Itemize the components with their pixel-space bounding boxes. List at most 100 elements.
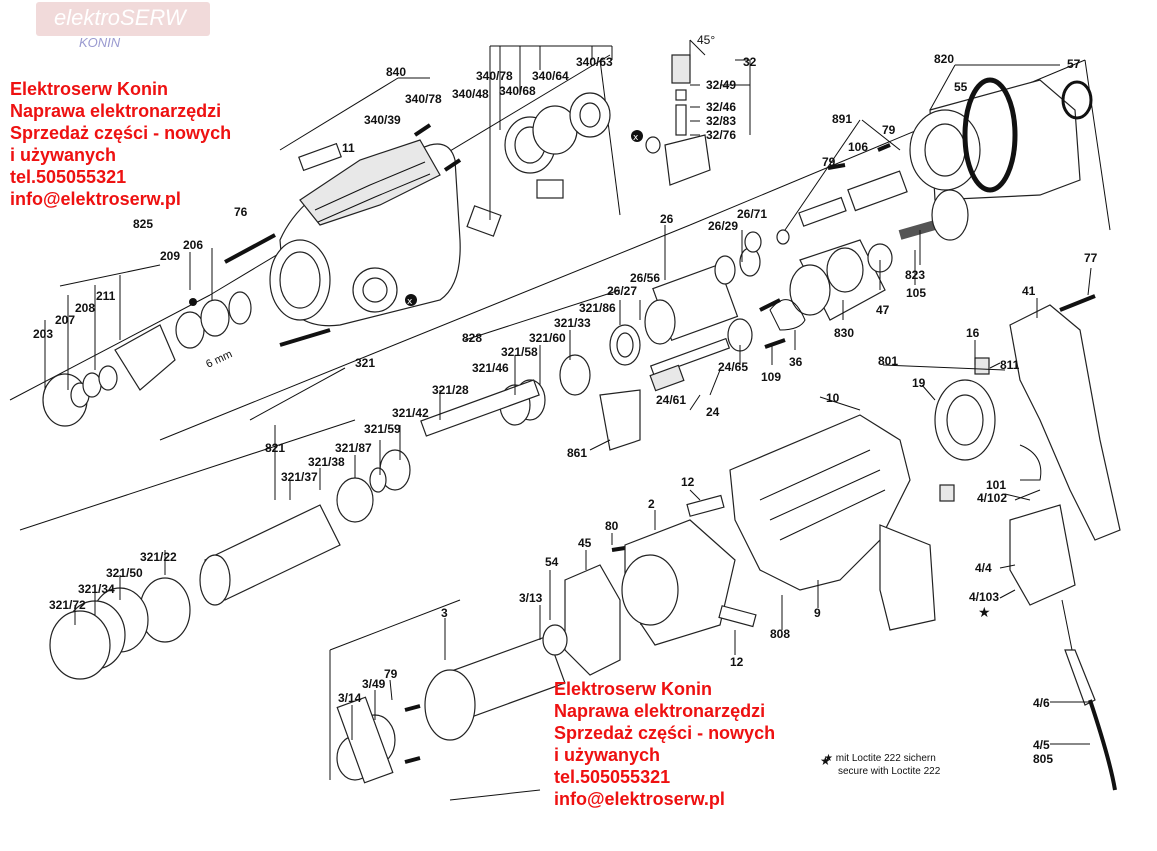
star-icon: ★	[824, 753, 833, 764]
part-label: 24/61	[656, 393, 686, 407]
part-label: 76	[234, 205, 248, 219]
part-label: 321/33	[554, 316, 591, 330]
ring-stack-825	[42, 291, 252, 427]
gearbox-820	[909, 77, 1093, 201]
part-label: 32/76	[706, 128, 736, 142]
part-label: 77	[1084, 251, 1098, 265]
spindle-tube-821	[49, 504, 341, 680]
part-label: 321/34	[78, 582, 115, 596]
advert-top: Elektroserw Konin Naprawa elektronarzędz…	[10, 78, 231, 210]
part-label: 825	[133, 217, 153, 231]
part-label: 321	[355, 356, 375, 370]
advert-email: info@elektroserw.pl	[10, 189, 181, 209]
part-label: 2	[648, 497, 655, 511]
part-label: 891	[832, 112, 852, 126]
advert-phone: tel.505055321	[10, 167, 127, 187]
part-number-labels: 840 340/39 340/78 340/78 340/48 340/68 3…	[33, 33, 1098, 766]
brush-holder-32	[645, 39, 711, 186]
part-label: 805	[1033, 752, 1053, 766]
part-label: 340/64	[532, 69, 569, 83]
shaft-24	[649, 318, 753, 392]
part-label: 808	[770, 627, 790, 641]
advert-line: Elektroserw Konin	[10, 79, 169, 99]
leader-lines	[44, 45, 1092, 745]
part-label: 26/29	[708, 219, 738, 233]
part-label: 208	[75, 301, 95, 315]
loctite-note: ★ mit Loctite 222 sichern secure with Lo…	[824, 752, 940, 778]
part-label: 211	[96, 289, 116, 303]
x-markers: x x	[405, 130, 643, 307]
tube-group-26	[644, 231, 762, 345]
advert-line: Naprawa elektronarzędzi	[554, 701, 766, 721]
part-label: 10	[826, 391, 840, 405]
part-label: 36	[789, 355, 803, 369]
pin-group-891	[776, 170, 908, 245]
part-label: 3/14	[338, 691, 362, 705]
part-label: 321/46	[472, 361, 509, 375]
part-label: 321/87	[335, 441, 372, 455]
advert-phone: tel.505055321	[554, 767, 671, 787]
part-label: 340/63	[576, 55, 613, 69]
part-label: 45°	[697, 33, 715, 47]
part-label: 823	[905, 268, 925, 282]
advert-line: Naprawa elektronarzędzi	[10, 101, 222, 121]
part-label: 9	[814, 606, 821, 620]
x-marker-icon: x	[633, 133, 639, 143]
part-label: 3/13	[519, 591, 543, 605]
part-label: 32/83	[706, 114, 736, 128]
part-label: 109	[761, 370, 781, 384]
part-label: 32/46	[706, 100, 736, 114]
part-label: 209	[160, 249, 180, 263]
part-label: 11	[342, 141, 355, 155]
small-plates-12	[686, 494, 757, 628]
part-label: 801	[878, 354, 898, 368]
advert-email: info@elektroserw.pl	[554, 789, 725, 809]
baffle-45	[564, 564, 621, 676]
part-label: 79	[384, 667, 398, 681]
part-label: 340/68	[499, 84, 536, 98]
spindle-321	[336, 324, 641, 523]
rings-340	[504, 92, 611, 199]
part-label: 26	[660, 212, 674, 226]
part-label: 321/60	[529, 331, 566, 345]
part-label: 12	[681, 475, 695, 489]
armature-3	[336, 624, 568, 784]
part-label: 4/102	[977, 491, 1007, 505]
watermark-city: KONIN	[79, 35, 121, 50]
star-icon: ★	[820, 754, 831, 768]
part-label: 57	[1067, 57, 1081, 71]
part-label: 26/71	[737, 207, 767, 221]
part-label: 811	[1000, 358, 1020, 372]
screws	[224, 123, 1096, 764]
part-label: 321/42	[392, 406, 429, 420]
star-icon: ★	[978, 605, 991, 621]
power-cord	[1061, 599, 1117, 791]
part-label: 861	[567, 446, 587, 460]
advert-line: Sprzedaż części - nowych	[554, 723, 776, 743]
part-label: 4/4	[975, 561, 992, 575]
part-label: 105	[906, 286, 926, 300]
part-label: 207	[55, 313, 75, 327]
part-label: 16	[966, 326, 980, 340]
part-label: 54	[545, 555, 559, 569]
loctite-note-en: secure with Loctite 222	[838, 766, 941, 777]
part-label: 321/37	[281, 470, 318, 484]
part-label: 24/65	[718, 360, 748, 374]
part-label: 41	[1022, 284, 1036, 298]
part-label: 321/58	[501, 345, 538, 359]
part-label: 12	[730, 655, 744, 669]
part-label: 19	[912, 376, 926, 390]
x-marker-icon: x	[407, 297, 413, 307]
part-label: 80	[605, 519, 619, 533]
part-label: 47	[876, 303, 890, 317]
part-label: 32	[743, 55, 757, 69]
part-label: 321/50	[106, 566, 143, 580]
motor-housing-10	[729, 414, 936, 631]
advert-line: Sprzedaż części - nowych	[10, 123, 232, 143]
part-label: 840	[386, 65, 406, 79]
part-label: 340/78	[476, 69, 513, 83]
watermark-logo	[36, 2, 210, 36]
part-label: 340/48	[452, 87, 489, 101]
